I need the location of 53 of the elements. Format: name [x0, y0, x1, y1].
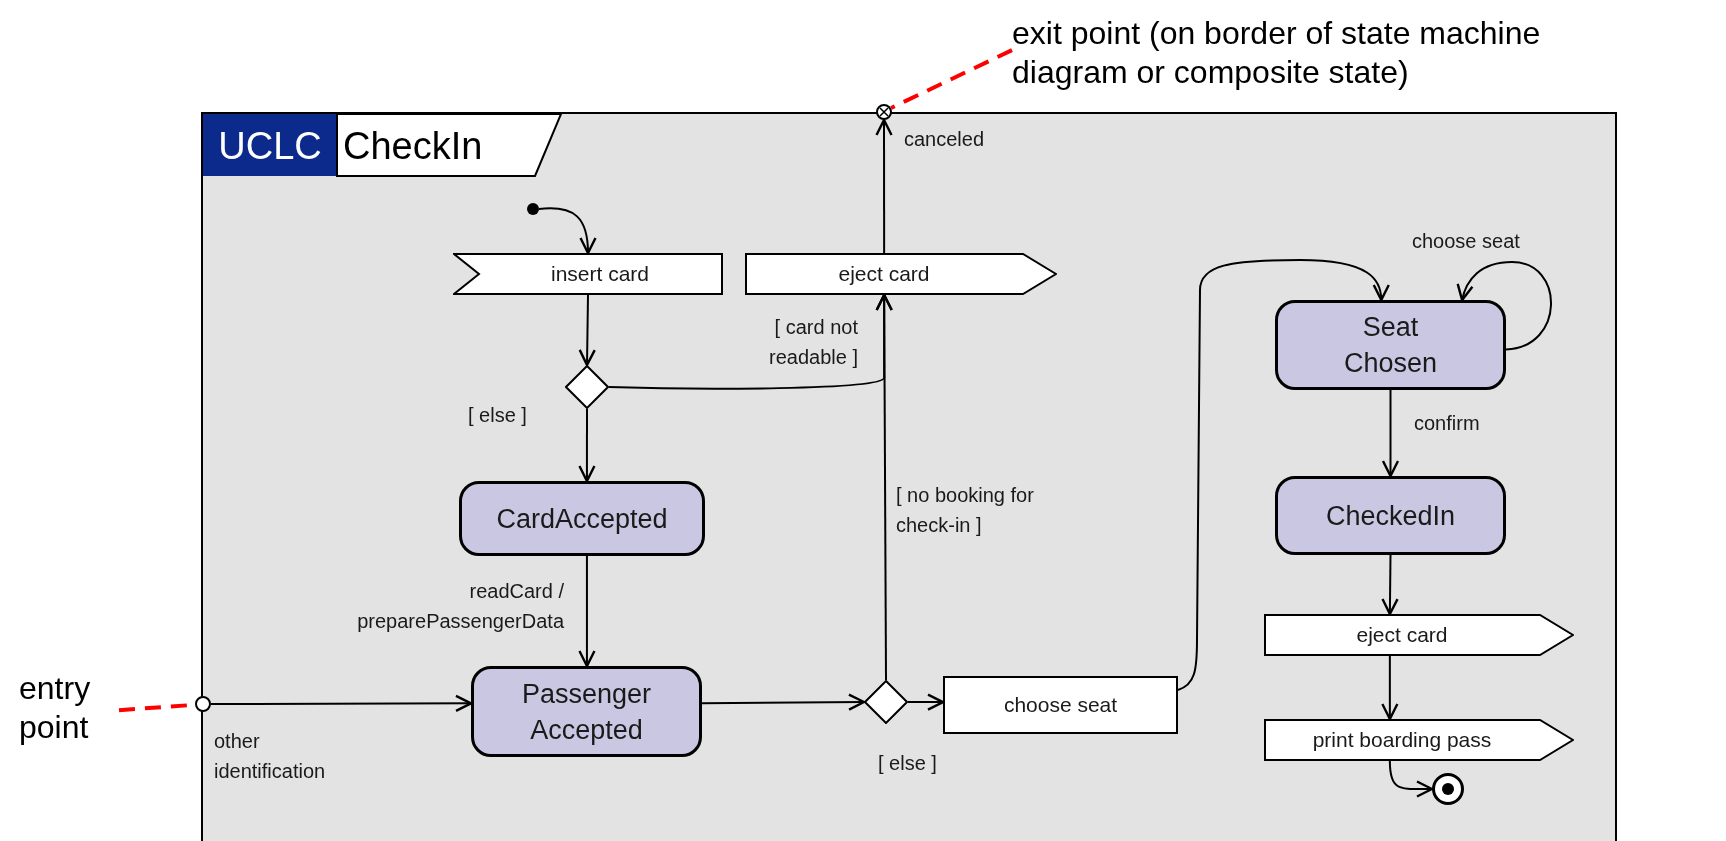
frame-title: CheckIn — [343, 124, 483, 168]
edge-label: choose seat — [1412, 229, 1521, 254]
transition-arrow — [1381, 554, 1399, 616]
annotation-text: exit point (on border of state machine diagram or composite state) — [1012, 14, 1612, 98]
state-box — [471, 666, 702, 757]
transition-arrow — [1381, 655, 1399, 721]
decision-diamond — [565, 365, 609, 409]
transition-arrow — [907, 693, 945, 711]
send-signal-shape — [1264, 719, 1574, 761]
action-label: choose seat — [1003, 692, 1118, 719]
signal-label: print boarding pass — [1312, 727, 1492, 754]
annotation-text: entry point — [19, 669, 119, 753]
edge-label: canceled — [904, 127, 986, 152]
state-name: CardAccepted — [496, 502, 668, 536]
leader-line — [890, 48, 1013, 110]
exit-point-circle — [876, 104, 892, 120]
entry-point-circle — [195, 696, 211, 712]
state-box — [459, 481, 705, 556]
edge-label: [ else ] — [468, 403, 528, 428]
edge-label: [ card not readable ] — [768, 315, 858, 370]
final-state-circle — [1432, 773, 1464, 805]
state-name: Seat Chosen — [1342, 311, 1439, 380]
send-signal-shape — [745, 253, 1057, 295]
transition-arrow — [875, 293, 893, 681]
transition-arrow — [1457, 261, 1552, 351]
edge-label: [ else ] — [878, 751, 938, 776]
transition-arrow — [875, 118, 893, 254]
state-name: Passenger Accepted — [520, 677, 653, 747]
action-box — [943, 676, 1178, 734]
decision-diamond — [864, 680, 908, 724]
initial-state-dot — [527, 203, 539, 215]
signal-label: insert card — [550, 261, 649, 288]
transition-arrow — [1388, 760, 1434, 798]
transition-arrow — [578, 294, 596, 367]
transition-arrow — [701, 693, 866, 711]
edge-label: confirm — [1414, 411, 1481, 436]
transition-arrow — [578, 408, 596, 483]
transition-arrow — [538, 207, 597, 255]
transition-arrow — [1381, 389, 1400, 478]
transition-arrow — [210, 694, 473, 713]
state-name: CheckedIn — [1325, 499, 1456, 533]
transition-arrow — [1177, 259, 1390, 691]
state-box — [1275, 300, 1506, 390]
state-box — [1275, 476, 1506, 555]
transition-arrow — [578, 555, 596, 668]
edge-label: readCard / preparePassengerData — [356, 579, 564, 634]
signal-label: eject card — [1356, 622, 1448, 649]
edge-label: [ no booking for check-in ] — [896, 483, 1035, 538]
send-signal-shape — [1264, 614, 1574, 656]
accept-signal-shape — [453, 253, 723, 295]
edge-label: other identification — [214, 729, 327, 784]
state-machine-frame — [201, 112, 1617, 841]
signal-label: eject card — [838, 261, 930, 288]
